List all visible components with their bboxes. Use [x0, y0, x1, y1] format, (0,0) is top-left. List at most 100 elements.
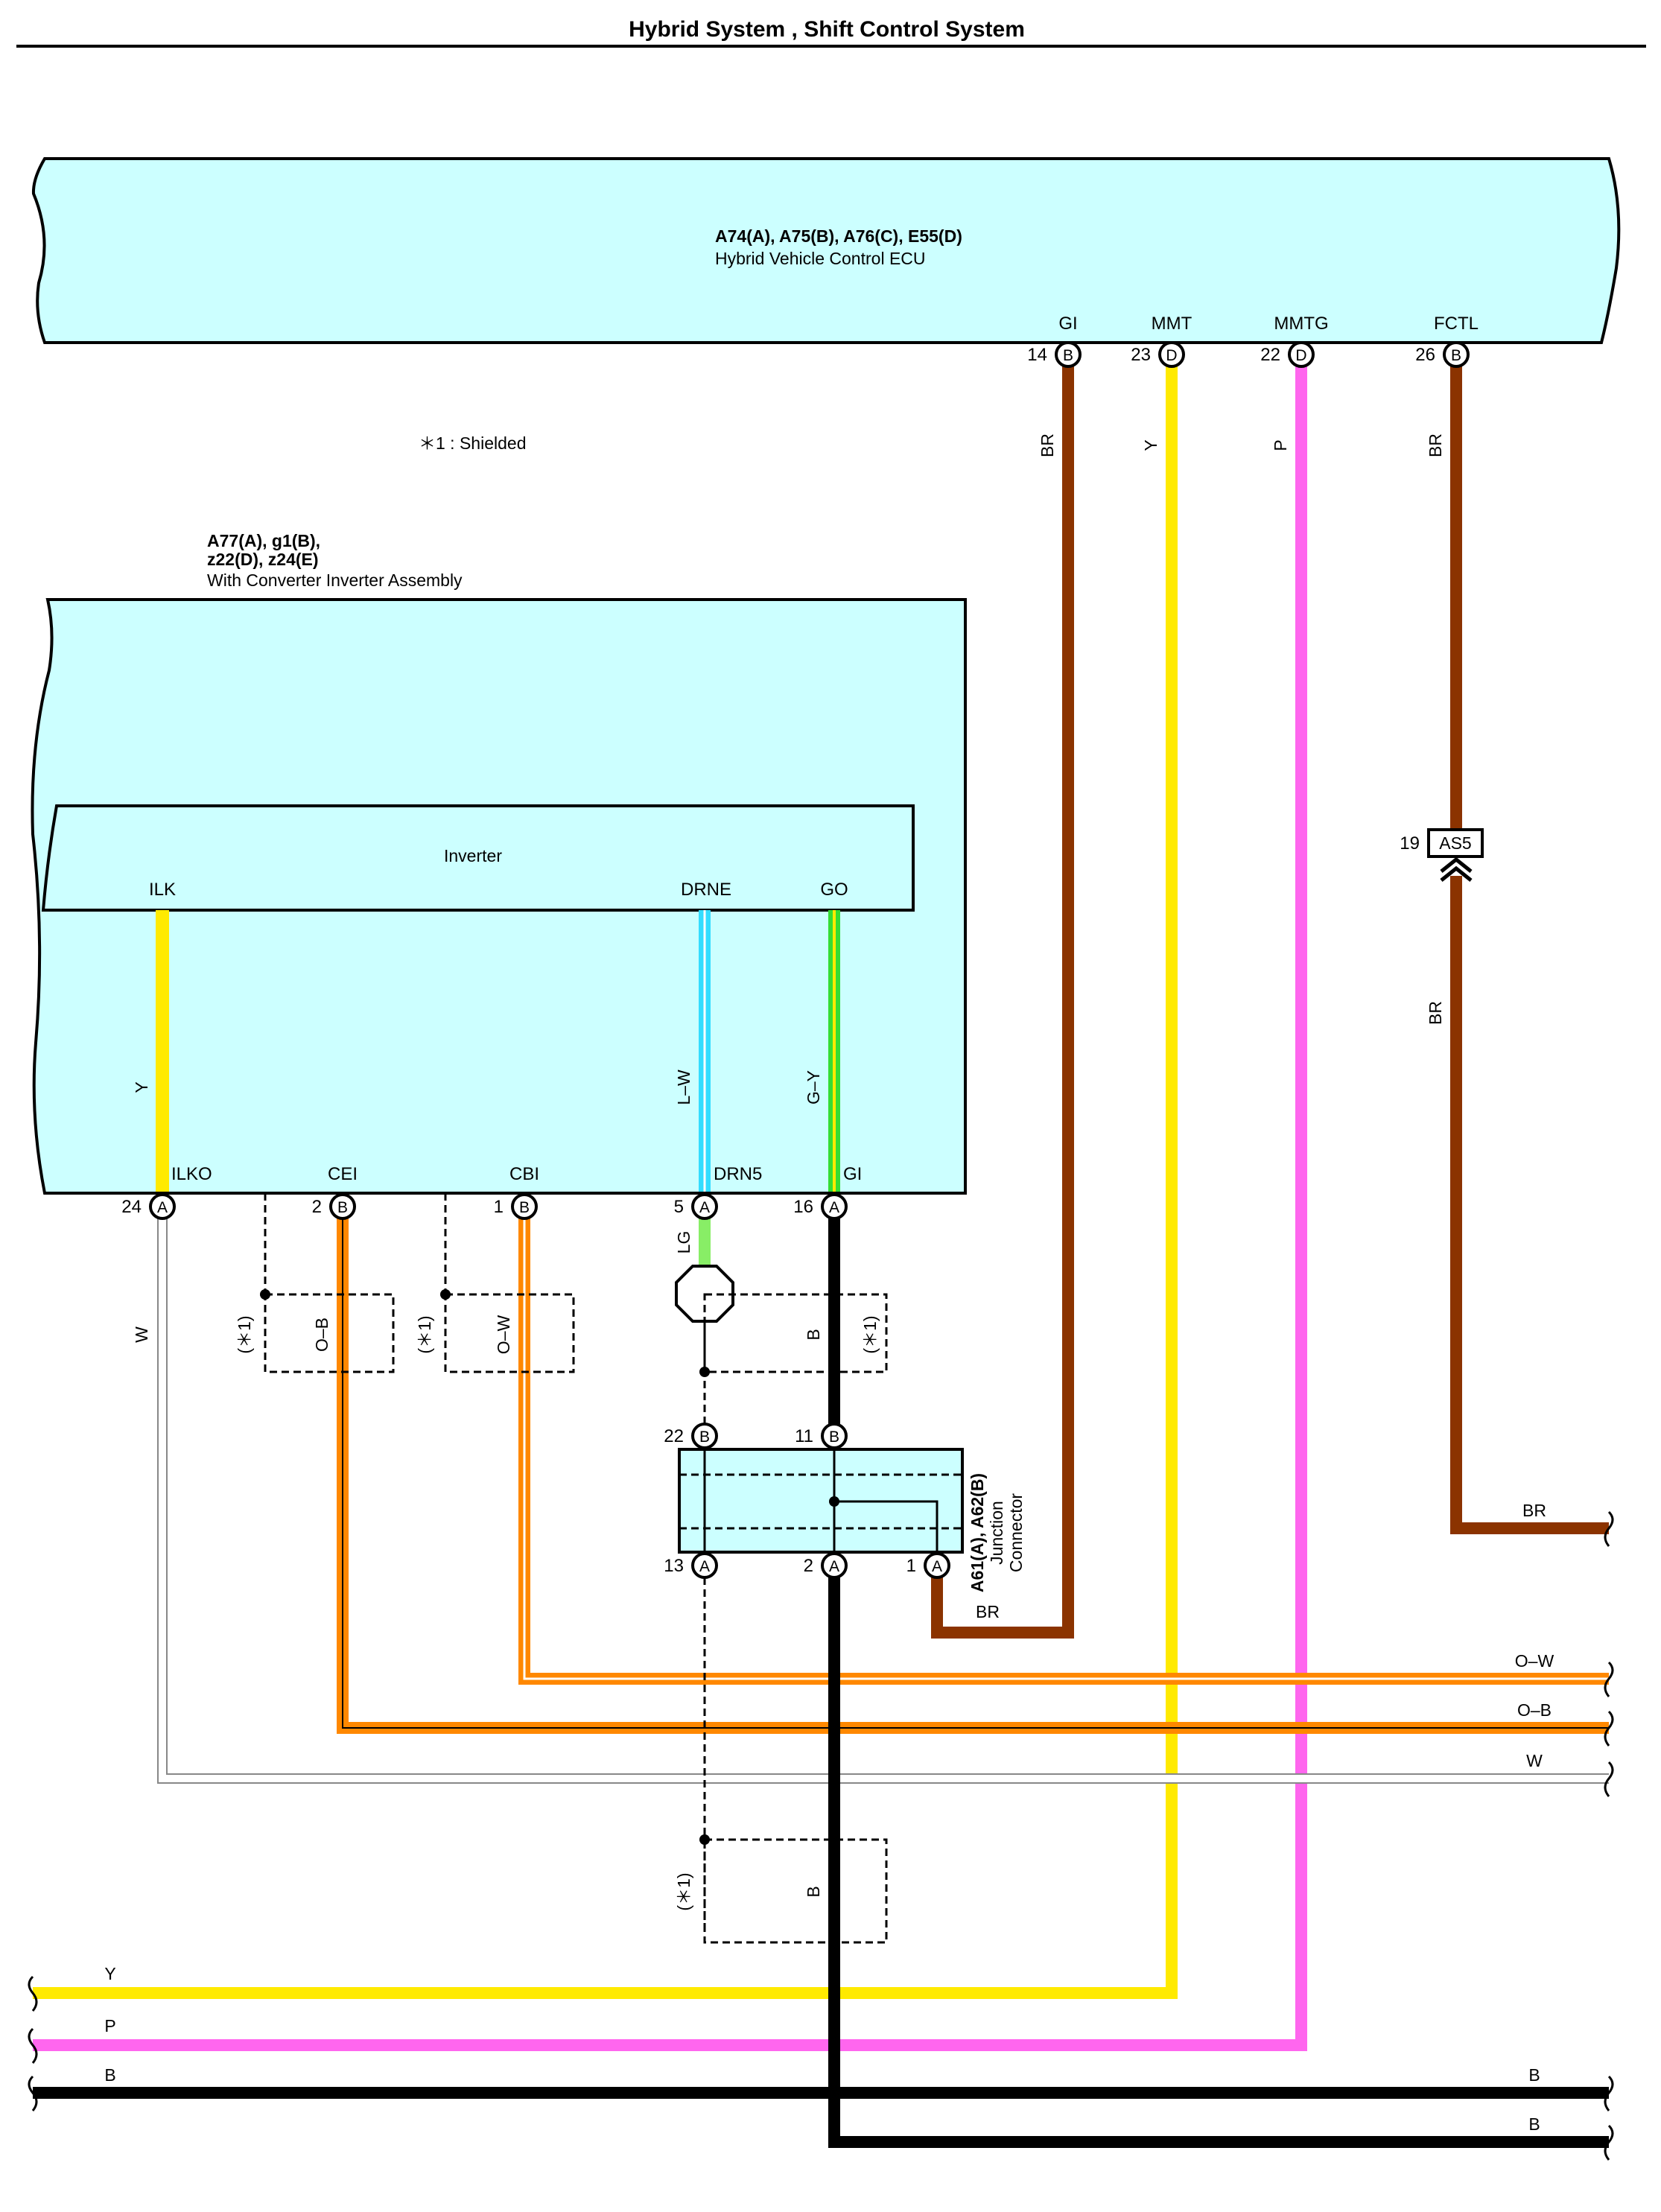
svg-text:2: 2: [804, 1556, 813, 1576]
shield-mark-gi: (＊1): [860, 1315, 880, 1353]
wire-label-go: G–Y: [804, 1070, 823, 1105]
svg-text:22: 22: [664, 1426, 684, 1446]
svg-text:B: B: [1451, 347, 1461, 364]
right-output-ow: O–W: [1515, 1651, 1554, 1671]
svg-text:1: 1: [906, 1556, 916, 1576]
as5-label: AS5: [1439, 833, 1471, 853]
svg-text:16: 16: [793, 1197, 813, 1217]
junction-name-1: Junction: [987, 1501, 1006, 1565]
as5-wire-label: BR: [1426, 1001, 1445, 1025]
converter-pin-ilko: ILKO: [171, 1164, 212, 1184]
converter-name: With Converter Inverter Assembly: [207, 571, 463, 590]
svg-text:D: D: [1295, 347, 1306, 364]
shield-wire-label-cbi: O–W: [494, 1315, 513, 1355]
svg-text:D: D: [1166, 347, 1177, 364]
shield-dot-cei: [260, 1289, 270, 1300]
shielded-note: ＊1 : Shielded: [419, 433, 526, 453]
converter-pin-drn5: DRN5: [714, 1164, 762, 1184]
wire-ilko-w-inner: [159, 1217, 1609, 1782]
as5-pin: 19: [1400, 833, 1420, 854]
converter-terminal-cei: B 2: [312, 1193, 356, 1220]
junction-connectors: A61(A), A62(B): [968, 1473, 987, 1592]
shield-dot-bottom: [699, 1834, 710, 1845]
svg-text:B: B: [699, 1428, 710, 1446]
svg-text:A: A: [157, 1199, 168, 1216]
left-break-marks: [28, 1975, 38, 2111]
ecu-connectors: A74(A), A75(B), A76(C), E55(D): [715, 226, 962, 246]
svg-text:26: 26: [1415, 345, 1435, 365]
svg-text:A: A: [829, 1558, 839, 1575]
ecu-terminal-mmtg: D 22: [1260, 341, 1315, 368]
ecu-pin-gi-label: GI: [1058, 314, 1077, 334]
svg-text:2: 2: [312, 1197, 322, 1217]
wire-cei-ob-stripe: [342, 1217, 1609, 1729]
inverter-pin-ilk: ILK: [149, 880, 176, 900]
svg-text:A: A: [699, 1558, 710, 1575]
svg-text:B: B: [519, 1199, 530, 1216]
junction-terminal-22: B 22: [664, 1423, 718, 1449]
junction-internal-3: [834, 1500, 939, 1552]
svg-text:1: 1: [494, 1197, 504, 1217]
as5-chevron-2: [1440, 865, 1473, 882]
shield-box-cbi: [444, 1293, 575, 1373]
wire-junction-b: [828, 1566, 1609, 2148]
ecu-name: Hybrid Vehicle Control ECU: [715, 249, 926, 268]
svg-text:13: 13: [664, 1556, 684, 1576]
wire-mmt-y: [33, 356, 1178, 1999]
inverter-pin-drne: DRNE: [681, 880, 731, 900]
svg-text:B: B: [337, 1199, 348, 1216]
svg-text:A: A: [932, 1558, 942, 1575]
as5-connector: [1427, 828, 1484, 858]
ecu-box: [31, 157, 1621, 344]
shield-dot-cbi: [440, 1289, 451, 1300]
inverter-box: [41, 804, 915, 912]
wire-label-ilk: Y: [132, 1081, 151, 1093]
converter-pin-cbi: CBI: [509, 1164, 539, 1184]
wire-fctl-br-2: [1450, 876, 1609, 1534]
junction-terminal-11: B 11: [795, 1423, 848, 1449]
shield-wire-label-cei: O–B: [312, 1318, 331, 1352]
page-title: Hybrid System , Shift Control System: [629, 17, 1025, 42]
svg-text:B: B: [1063, 347, 1073, 364]
left-input-b: B: [104, 2065, 115, 2085]
wire-gi-br: [931, 356, 1074, 1639]
svg-text:A: A: [699, 1199, 710, 1216]
svg-text:5: 5: [674, 1197, 684, 1217]
as5-chevron-1: [1440, 856, 1473, 873]
right-output-w: W: [1526, 1751, 1543, 1770]
right-break-marks: [1604, 1510, 1614, 2161]
svg-text:23: 23: [1131, 345, 1151, 365]
ecu-pin-fctl-label: FCTL: [1434, 314, 1479, 334]
shield-mark-cbi: (＊1): [415, 1315, 434, 1353]
ecu-pin-mmtg-label: MMTG: [1274, 314, 1328, 334]
gi-bottom-wire-label: BR: [976, 1602, 1000, 1621]
converter-terminal-ilko: A 24: [121, 1193, 176, 1220]
svg-text:B: B: [829, 1428, 839, 1446]
junction-terminal-2: A 2: [804, 1552, 848, 1579]
junction-node: [829, 1496, 839, 1507]
svg-text:14: 14: [1027, 345, 1047, 365]
shield-box-cei: [264, 1293, 395, 1373]
right-output-b2: B: [1528, 2114, 1540, 2134]
junction-name-2: Connector: [1006, 1493, 1026, 1572]
wire-label-drn5: LG: [674, 1231, 693, 1254]
converter-terminal-drn5: A 5: [674, 1193, 718, 1220]
junction-terminal-13: A 13: [664, 1552, 718, 1579]
converter-connectors-1: A77(A), g1(B),: [207, 531, 320, 550]
svg-text:24: 24: [121, 1197, 142, 1217]
right-output-ob: O–B: [1517, 1700, 1552, 1720]
shield-wire-label-bottom: B: [804, 1886, 823, 1897]
converter-terminal-cbi: B 1: [494, 1193, 538, 1220]
ecu-wire-label-fctl: BR: [1426, 433, 1445, 457]
wire-mmtg-p: [33, 356, 1307, 2051]
ecu-wire-label-mmtg: P: [1271, 439, 1290, 451]
inverter-label: Inverter: [444, 846, 502, 865]
inverter-pin-go: GO: [820, 880, 848, 900]
shield-wire-label-gi: B: [804, 1329, 823, 1340]
ecu-wire-label-gi: BR: [1038, 433, 1057, 457]
wire-label-ilko: W: [132, 1326, 151, 1343]
shield-box-bottom: [703, 1838, 888, 1944]
svg-text:22: 22: [1260, 345, 1280, 365]
shield-box-gi: [703, 1293, 888, 1373]
